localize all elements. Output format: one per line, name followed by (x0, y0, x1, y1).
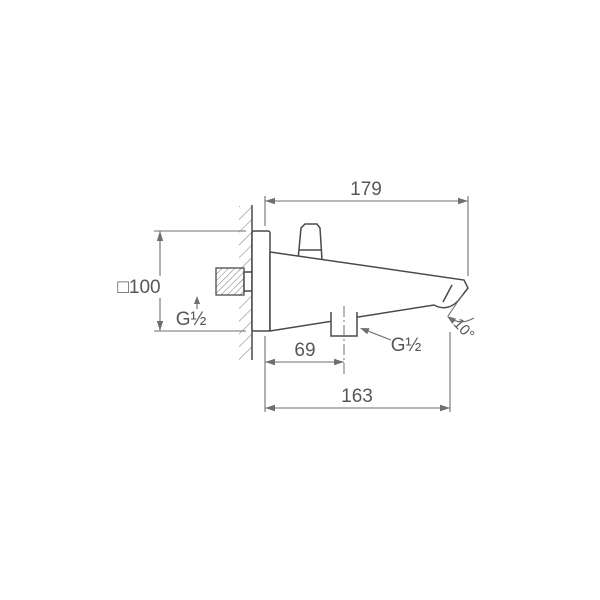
dim-spout-projection-value: 163 (341, 386, 373, 407)
dim-handshower-offset-value: 69 (294, 340, 315, 361)
label-wall-thread: G½ (176, 296, 207, 330)
wall-plate (251, 230, 271, 332)
label-handshower-thread-value: G½ (391, 335, 422, 356)
thread-connector (243, 271, 253, 292)
label-handshower-thread: G½ (360, 328, 421, 356)
dim-wall-plate-size: □100 (117, 230, 246, 332)
wall-thread-nipple (215, 267, 245, 296)
dim-overall-length: 179 (264, 179, 469, 276)
spout-body (269, 251, 469, 332)
spout-outlet-face (442, 284, 453, 303)
dim-spout-projection: 163 (265, 332, 451, 412)
diverter-knob (297, 223, 323, 261)
dim-handshower-offset: 69 (264, 336, 344, 412)
label-wall-thread-value: G½ (176, 309, 207, 330)
dim-wall-plate-size-value: □100 (117, 277, 160, 298)
dim-overall-length-value: 179 (350, 179, 382, 200)
